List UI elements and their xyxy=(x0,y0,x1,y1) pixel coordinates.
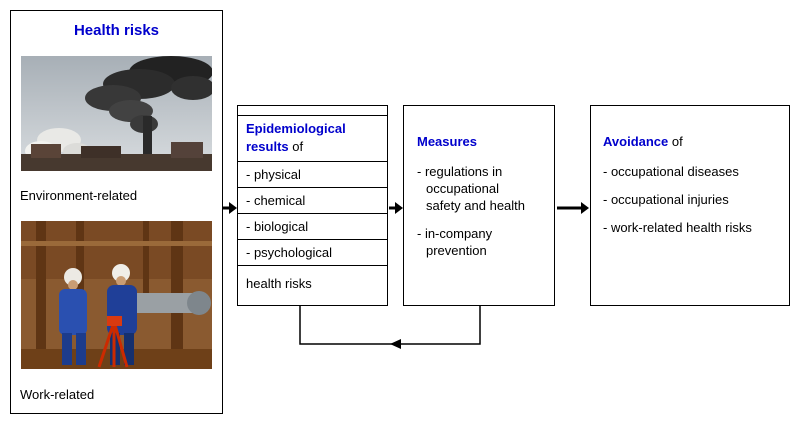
epi-item-psychological: - psychological xyxy=(238,240,387,266)
health-risks-box: Health risks Environment-related xyxy=(10,10,223,414)
epi-item-biological: - biological xyxy=(238,214,387,240)
environment-pollution-photo xyxy=(21,56,212,171)
environment-related-label: Environment-related xyxy=(20,188,138,203)
avoidance-item-injuries: - occupational injuries xyxy=(603,192,729,207)
epi-title-line2-accent: results xyxy=(246,139,289,154)
epi-item-chemical: - chemical xyxy=(238,188,387,214)
epi-title-line1: Epidemiological xyxy=(246,121,346,136)
avoidance-title-accent: Avoidance xyxy=(603,134,669,149)
work-related-label: Work-related xyxy=(20,387,95,402)
measures-item-regulations: - regulations in occupational safety and… xyxy=(417,164,526,213)
health-risks-title: Health risks xyxy=(73,22,160,39)
epi-top-strip xyxy=(238,106,387,116)
flow-arrow-measures-to-avoidance xyxy=(557,202,589,214)
epi-item-physical: - physical xyxy=(238,162,387,188)
avoidance-title-plain: of xyxy=(671,134,683,149)
epi-footer-health-risks: health risks xyxy=(246,276,312,291)
flow-arrow-health-to-epi xyxy=(223,202,237,214)
measures-title: Measures xyxy=(417,134,477,149)
epi-title: Epidemiological results of xyxy=(238,116,387,162)
feedback-arrow-measures-to-epi xyxy=(299,306,481,349)
avoidance-item-health-risks: - work-related health risks xyxy=(603,220,752,235)
measures-box: Measures - regulations in occupational s… xyxy=(403,105,555,306)
avoidance-box: Avoidance of - occupational diseases - o… xyxy=(590,105,790,306)
measures-item-prevention: - in-company prevention xyxy=(417,226,493,258)
epidemiological-results-box: Epidemiological results of - physical - … xyxy=(237,105,388,306)
avoidance-title: Avoidance of xyxy=(603,134,759,149)
flow-arrow-epi-to-measures xyxy=(389,202,403,214)
epi-title-line2-plain: of xyxy=(292,139,304,154)
construction-workers-photo xyxy=(21,221,212,369)
avoidance-item-diseases: - occupational diseases xyxy=(603,164,739,179)
